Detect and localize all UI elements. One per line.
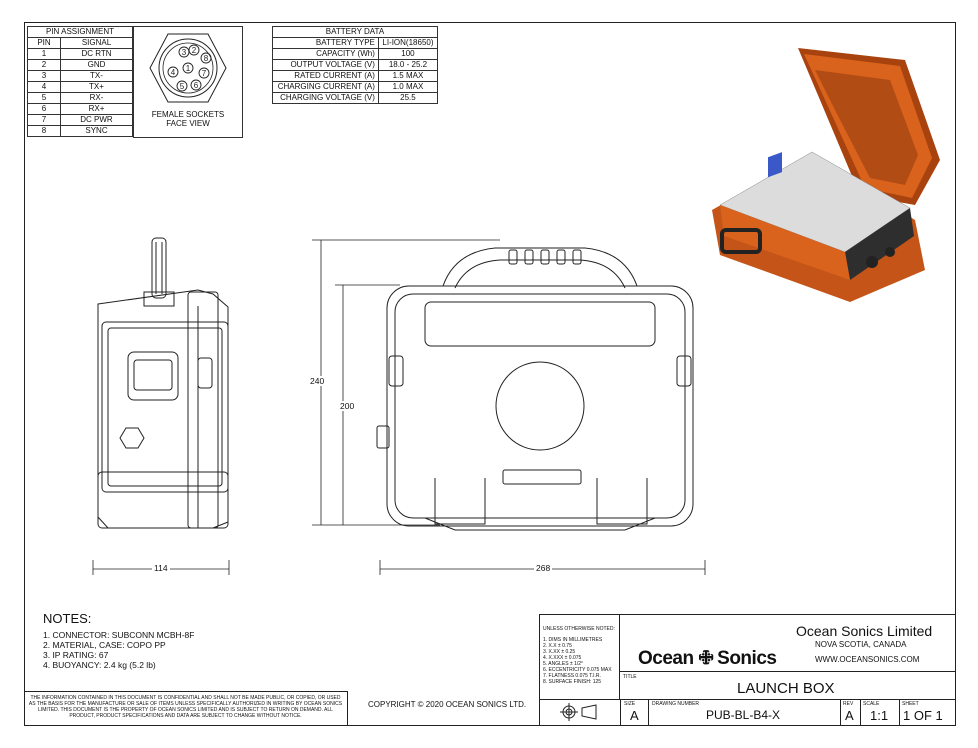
sheet-label: SHEET	[902, 701, 919, 707]
battery-param: CHARGING VOLTAGE (V)	[272, 92, 379, 104]
tolerance-item: 8. SURFACE FINISH: 125	[543, 679, 602, 685]
tolerance-item: 5. ANGLES ± 1/2°	[543, 661, 584, 667]
connector-pin-label: 7	[202, 69, 207, 78]
connector-socket	[182, 62, 194, 74]
tb-sep-4	[860, 699, 861, 726]
size-value: A	[630, 708, 639, 723]
note-item: 4. BUOYANCY: 2.4 kg (5.2 lb)	[43, 660, 156, 670]
battery-row: CHARGING CURRENT (A)1.0 MAX	[272, 81, 439, 93]
title-block	[539, 614, 956, 726]
title-label: TITLE	[623, 674, 637, 680]
connector-socket	[190, 79, 202, 91]
side-view-drawing	[97, 237, 229, 529]
pin-signal: SYNC	[60, 125, 133, 137]
company-name: Ocean Sonics Limited	[796, 623, 933, 639]
notes-title: NOTES:	[43, 611, 92, 626]
logo-text-ocean: Ocean	[638, 648, 694, 669]
battery-row: CAPACITY (Wh)100	[272, 48, 439, 60]
connector-pin-label: 6	[194, 81, 199, 90]
tb-sep-5	[899, 699, 900, 726]
drawing-number-label: DRAWING NUMBER	[652, 701, 700, 707]
dim-height-overall: 240	[308, 376, 327, 386]
connector-socket	[200, 52, 212, 64]
company-logo: Ocean 🜋 Sonics	[638, 636, 777, 675]
connector-caption: FEMALE SOCKETS FACE VIEW	[133, 110, 243, 128]
company-location: NOVA SCOTIA, CANADA	[815, 640, 907, 649]
battery-value: 25.5	[377, 92, 439, 104]
drawing-sheet-border	[24, 22, 956, 726]
connector-pin-label: 2	[192, 46, 197, 55]
tolerance-item: 7. FLATNESS 0.075 T.I.R.	[543, 673, 601, 679]
pin-number: 8	[27, 125, 61, 137]
connector-pin-label: 1	[186, 64, 191, 73]
logo-text-sonics: Sonics	[717, 648, 777, 669]
drawing-number: PUB-BL-B4-X	[706, 708, 781, 722]
connector-socket	[178, 46, 190, 58]
connector-socket	[176, 80, 188, 92]
note-item: 1. CONNECTOR: SUBCONN MCBH-8F	[43, 630, 195, 640]
note-item: 2. MATERIAL, CASE: COPO PP	[43, 640, 166, 650]
dim-front-width: 268	[534, 563, 553, 573]
dim-side-width: 114	[152, 563, 170, 573]
rev-value: A	[845, 708, 854, 723]
connector-pin-label: 4	[171, 68, 176, 77]
company-website: WWW.OCEANSONICS.COM	[815, 655, 920, 664]
sheet-value: 1 OF 1	[903, 708, 943, 723]
battery-row: RATED CURRENT (A)1.5 MAX	[272, 70, 439, 82]
company-box	[620, 614, 956, 672]
drawing-title: LAUNCH BOX	[737, 680, 835, 697]
launch-box-photo	[712, 48, 940, 302]
connector-caption-line2: FACE VIEW	[166, 119, 210, 128]
size-label: SIZE	[624, 701, 636, 707]
battery-row: CHARGING VOLTAGE (V)25.5	[272, 92, 439, 104]
disclaimer-box: THE INFORMATION CONTAINED IN THIS DOCUME…	[24, 691, 348, 726]
dim-height-body: 200	[338, 401, 357, 411]
tolerance-item: 2. X.X ± 0.75	[543, 643, 572, 649]
connector-caption-line1: FEMALE SOCKETS	[151, 110, 225, 119]
title-block-divider	[539, 699, 956, 700]
note-item: 3. IP RATING: 67	[43, 650, 109, 660]
tolerance-item: 3. X.XX ± 0.25	[543, 649, 576, 655]
copyright-text: COPYRIGHT © 2020 OCEAN SONICS LTD.	[368, 700, 527, 709]
unless-noted-label: UNLESS OTHERWISE NOTED:	[543, 626, 615, 632]
connector-pin-label: 3	[182, 48, 187, 57]
connector-pin-label: 5	[180, 82, 185, 91]
tolerance-item: 1. DIMS IN MILLIMETRES	[543, 637, 603, 643]
scale-value: 1:1	[870, 708, 889, 723]
connector-socket	[167, 66, 179, 78]
rev-label: REV	[843, 701, 854, 707]
tb-sep-1	[620, 699, 621, 726]
whale-tail-icon: 🜋	[698, 648, 714, 669]
projection-symbol-icon	[560, 703, 597, 721]
connector-pin-label: 8	[204, 54, 209, 63]
tolerance-item: 6. ECCENTRICITY 0.075 MAX	[543, 667, 612, 673]
connector-view-frame	[133, 26, 243, 138]
front-view-drawing	[376, 247, 694, 531]
scale-label: SCALE	[863, 701, 880, 707]
connector-socket	[198, 67, 210, 79]
disclaimer-text: THE INFORMATION CONTAINED IN THIS DOCUME…	[28, 695, 343, 719]
tolerance-item: 4. X.XXX ± 0.075	[543, 655, 582, 661]
tb-sep-3	[840, 699, 841, 726]
tolerance-box: UNLESS OTHERWISE NOTED: 1. DIMS IN MILLI…	[539, 614, 620, 699]
tb-sep-2	[648, 699, 649, 726]
